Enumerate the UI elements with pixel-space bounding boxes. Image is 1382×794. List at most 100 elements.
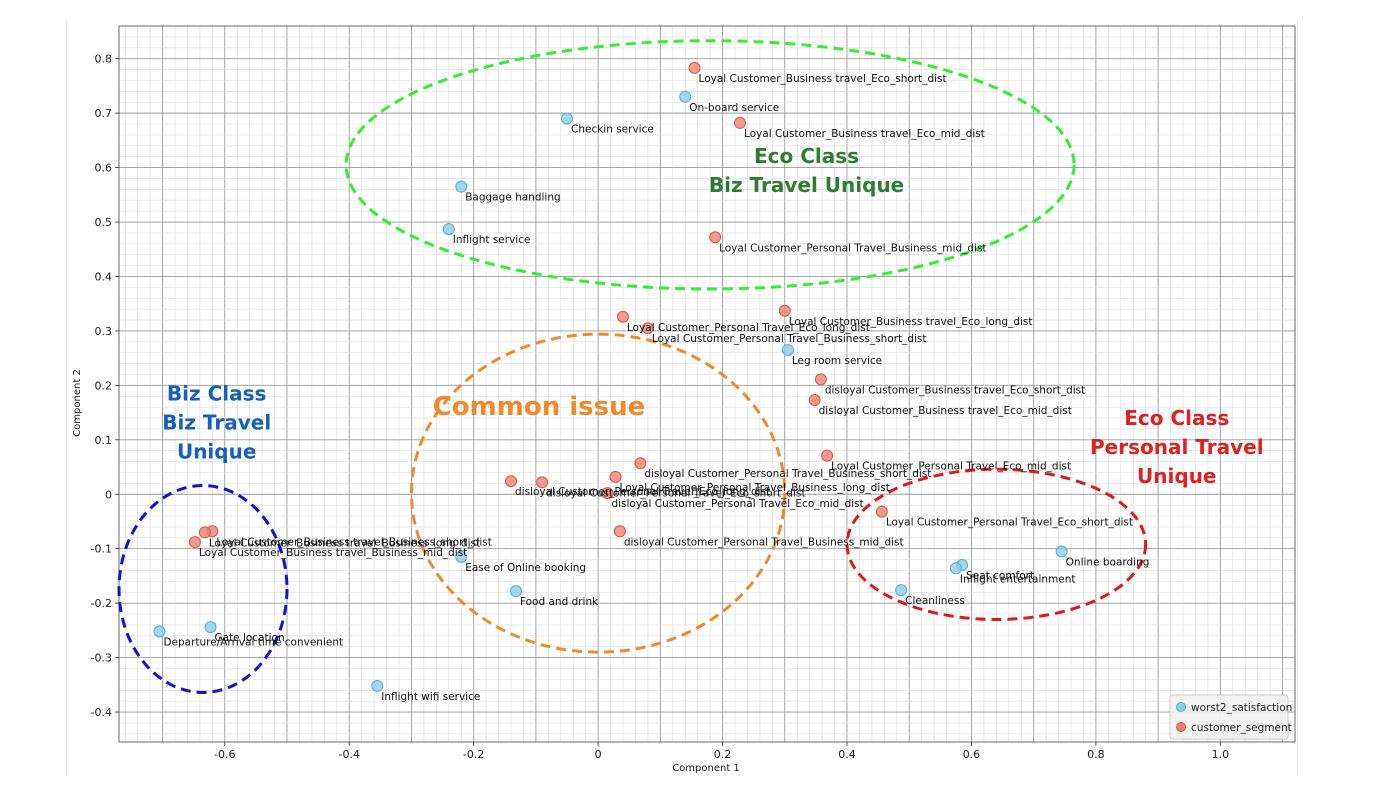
scatter-point	[949, 562, 962, 575]
annotation-label: Common issue	[433, 392, 646, 422]
scatter-point	[455, 180, 468, 193]
y-tick-label: -0.3	[91, 652, 112, 665]
point-label: Inflight service	[453, 234, 531, 246]
data-points	[153, 61, 1068, 692]
point-label: Loyal Customer_Business travel_Business_…	[209, 537, 480, 549]
scatter-point	[679, 90, 692, 103]
annotation-label: Personal Travel	[1090, 435, 1264, 459]
scatter-point	[601, 487, 614, 500]
point-label: Loyal Customer_Personal Travel_Eco_long_…	[627, 322, 870, 334]
axes-frame	[118, 25, 1296, 743]
point-label: Online boarding	[1066, 556, 1150, 568]
point-label: Loyal Customer_Business travel_Eco_mid_d…	[744, 128, 985, 140]
y-tick-label: -0.2	[91, 597, 112, 610]
annotation-label: Unique	[177, 439, 256, 463]
x-tick-label: 0.4	[838, 748, 856, 761]
annotation-label: Eco Class	[1124, 406, 1229, 430]
point-label: disloyal Customer_Personal Travel_Busine…	[624, 536, 904, 548]
y-tick-label: 0.7	[95, 107, 113, 120]
cluster-ellipse	[117, 484, 289, 694]
scatter-point	[371, 679, 384, 692]
scatter-point	[688, 61, 701, 74]
scatter-point	[509, 585, 522, 598]
cluster-ellipse	[344, 39, 1076, 291]
scatter-point	[808, 394, 821, 407]
point-label: Loyal Customer_Business travel_Business_…	[216, 536, 492, 548]
point-label: Baggage handling	[465, 192, 560, 204]
y-tick-label: -0.1	[91, 543, 112, 556]
scatter-point	[609, 470, 622, 483]
x-tick-label: 0.8	[1087, 748, 1105, 761]
y-tick-label: 0.4	[95, 270, 113, 283]
x-tick-label: -0.2	[463, 748, 484, 761]
scatter-point	[709, 231, 722, 244]
annotation-label: Biz Travel Unique	[709, 173, 904, 197]
scatter-point	[634, 457, 647, 470]
scatter-point	[875, 505, 888, 518]
point-label: Leg room service	[792, 355, 882, 367]
y-tick-label: 0.6	[95, 162, 113, 175]
point-label: Inflight wifi service	[381, 691, 480, 703]
point-label: Loyal Customer_Business travel_Business_…	[199, 547, 467, 559]
point-label: Loyal Customer_Personal Travel_Eco_short…	[886, 517, 1133, 529]
point-label: Food and drink	[520, 596, 599, 608]
x-tick-label: 0.2	[714, 748, 732, 761]
scatter-point	[1055, 545, 1068, 558]
x-tick-label: 1.0	[1212, 748, 1230, 761]
y-axis-title: Component 2	[72, 369, 83, 437]
legend-label: worst2_satisfaction	[1191, 702, 1292, 714]
grid	[119, 26, 1295, 742]
scatter-point	[613, 525, 626, 538]
point-label: Seat comfort	[966, 570, 1034, 582]
scatter-point	[153, 625, 166, 638]
legend-marker	[1176, 722, 1186, 732]
legend: worst2_satisfaction customer_segment	[1169, 694, 1292, 740]
point-label: Loyal Customer_Business travel_Eco_short…	[699, 73, 947, 85]
point-label: Loyal Customer_Personal Travel_Business_…	[620, 482, 890, 494]
point-label: Loyal Customer_Personal Travel_Business_…	[652, 333, 927, 345]
point-label: Cleanliness	[905, 595, 965, 607]
x-tick-label: 0	[595, 748, 602, 761]
y-tick-label: 0	[105, 488, 112, 501]
scatter-point	[778, 304, 791, 317]
scatter-point	[814, 373, 827, 386]
point-label: disloyal Customer_Personal Travel_Eco_mi…	[611, 498, 863, 510]
point-label: Loyal Customer_Personal Travel_Business_…	[719, 242, 986, 254]
point-label: Departure/Arrival time convenient	[163, 636, 343, 648]
annotation-label: Biz Travel	[162, 410, 271, 434]
point-label: On-board service	[689, 102, 779, 114]
scatter-point	[821, 449, 834, 462]
scatter-point	[733, 116, 746, 129]
x-axis-title: Component 1	[672, 763, 740, 774]
annotation-label: Biz Class	[167, 381, 267, 405]
scatter-point	[781, 343, 794, 356]
legend-label: customer_segment	[1191, 722, 1292, 734]
point-label: disloyal Customer_Business travel_Eco_sh…	[825, 384, 1085, 396]
scatter-point	[198, 526, 211, 539]
y-tick-label: 0.2	[95, 379, 113, 392]
scatter-point	[561, 112, 573, 125]
point-label: disloyal Customer_Personal Travel_Eco_sh…	[546, 487, 805, 499]
scatter-point	[204, 621, 217, 634]
scatter-point	[505, 475, 517, 488]
y-tick-label: 0.1	[95, 434, 113, 447]
point-label: Checkin service	[571, 124, 654, 136]
y-tick-label: 0.5	[95, 216, 113, 229]
point-label: Loyal Customer_Business travel_Eco_long_…	[789, 316, 1033, 328]
x-tick-label: 0.6	[963, 748, 981, 761]
point-label: disloyal Customer_Personal Travel_Busine…	[644, 468, 931, 480]
point-label: Gate location	[214, 632, 284, 644]
scatter-point	[455, 550, 468, 563]
y-tick-label: -0.4	[91, 706, 112, 719]
legend-box	[1169, 694, 1289, 740]
annotation-label: Unique	[1137, 464, 1216, 488]
point-label: Inflight entertainment	[960, 573, 1076, 585]
annotation-label: Eco Class	[754, 144, 859, 168]
legend-marker	[1176, 702, 1186, 712]
point-label: Ease of Online booking	[465, 562, 586, 574]
scatter-point	[895, 584, 908, 597]
point-label: disloyal Customer_Personal Travel_Eco_lo…	[515, 486, 770, 498]
